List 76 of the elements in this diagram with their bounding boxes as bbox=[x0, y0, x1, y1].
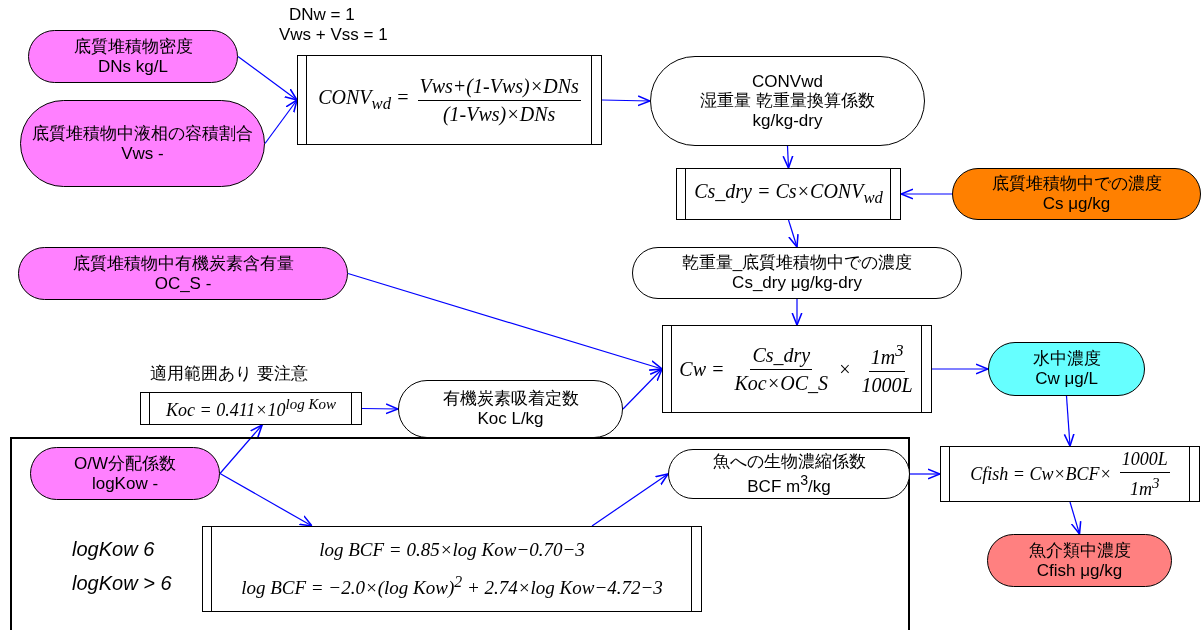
node-label: 湿重量 乾重量換算係数 bbox=[700, 91, 875, 111]
arrow bbox=[219, 424, 263, 475]
arrow bbox=[787, 219, 799, 248]
formula-text: Koc×OC_S bbox=[733, 370, 830, 395]
arrow bbox=[622, 368, 663, 410]
formula-text: (1-Vws)×DNs bbox=[441, 101, 557, 126]
node-label: 魚への生物濃縮係数 bbox=[712, 452, 866, 472]
arrow bbox=[219, 472, 313, 527]
condition-label: logKow 6 bbox=[72, 538, 155, 561]
formula-text: log BCF = −2.0×(log Kow)$^{2}$ + 2.74×log Kow−4.72−3 bbox=[241, 572, 663, 600]
node-label: kg/kg-dry bbox=[752, 110, 823, 131]
formula-box bbox=[202, 526, 702, 612]
formula-text: 1000L bbox=[1119, 448, 1170, 473]
arrow bbox=[1063, 395, 1075, 447]
arrow bbox=[900, 188, 953, 200]
terminal-pill bbox=[988, 342, 1145, 396]
node-label: 魚介類中濃度 bbox=[1028, 540, 1131, 561]
formula-box bbox=[662, 325, 932, 413]
formula-text: Cs_dry = Cs×CONV$_{wd}$ bbox=[694, 180, 883, 208]
node-label: OC_S - bbox=[154, 273, 212, 294]
node-label: 底質堆積物中有機炭素含有量 bbox=[72, 253, 294, 274]
formula-box bbox=[940, 446, 1200, 502]
arrow bbox=[931, 363, 989, 375]
terminal-pill bbox=[28, 30, 238, 83]
formula-text: Koc = 0.411×10$^{log Kow}$ bbox=[166, 396, 336, 421]
note-label: Vws + Vss = 1 bbox=[279, 25, 388, 45]
arrow bbox=[347, 272, 663, 371]
arrow bbox=[264, 99, 298, 145]
formula-text: Cfish = Cw×BCF× bbox=[970, 463, 1112, 485]
note-label: DNw = 1 bbox=[289, 5, 355, 25]
terminal-pill bbox=[30, 447, 220, 500]
formula-text: × bbox=[838, 357, 852, 381]
node-label: CONVwd bbox=[752, 71, 823, 92]
formula-box bbox=[140, 392, 362, 425]
node-label: 底質堆積物密度 bbox=[73, 36, 193, 57]
arrow bbox=[1069, 501, 1082, 535]
arrow bbox=[601, 95, 651, 107]
terminal-pill bbox=[987, 534, 1172, 587]
arrow bbox=[791, 298, 803, 326]
formula-text: Vws+(1-Vws)×DNs bbox=[417, 74, 581, 101]
formula-text: Cs_dry bbox=[750, 343, 813, 370]
node-label: DNs kg/L bbox=[98, 56, 168, 77]
node-label: Cw μg/L bbox=[1035, 369, 1098, 389]
node-label: logKow - bbox=[91, 473, 159, 494]
terminal-pill bbox=[668, 449, 910, 499]
node-label: Cfish μg/kg bbox=[1036, 560, 1123, 581]
terminal-pill bbox=[18, 247, 348, 300]
arrow bbox=[361, 403, 399, 415]
condition-label: logKow > 6 bbox=[72, 572, 172, 595]
frame-box bbox=[10, 437, 910, 630]
node-label: 底質堆積物中での濃度 bbox=[991, 174, 1162, 194]
node-label: 乾重量_底質堆積物中での濃度 bbox=[681, 253, 913, 273]
node-label: Koc L/kg bbox=[477, 409, 544, 429]
arrow bbox=[237, 55, 298, 101]
arrow bbox=[591, 473, 669, 527]
formula-text: 1m$^{3}$ bbox=[1128, 473, 1161, 500]
formula-text: 1m$^{3}$ bbox=[868, 341, 906, 372]
formula-box bbox=[297, 55, 602, 145]
node-label: Cs μg/kg bbox=[1042, 194, 1111, 214]
formula-text: 1000L bbox=[860, 372, 914, 397]
node-label: 有機炭素吸着定数 bbox=[442, 389, 579, 409]
formula-text: log BCF = 0.85×log Kow−0.70−3 bbox=[319, 538, 585, 561]
terminal-pill bbox=[952, 168, 1201, 220]
formula-text: CONV$_{wd}$ = bbox=[318, 86, 410, 114]
node-label: BCF m$^{3}$/kg bbox=[747, 471, 831, 496]
formula-text: Cw = bbox=[679, 357, 725, 381]
node-label: O/W分配係数 bbox=[74, 453, 176, 474]
arrow bbox=[782, 145, 794, 169]
arrow bbox=[909, 468, 941, 480]
formula-box bbox=[676, 168, 901, 220]
node-label: 水中濃度 bbox=[1032, 349, 1101, 369]
note-label: 適用範囲あり 要注意 bbox=[150, 363, 308, 385]
node-label: 底質堆積物中液相の容積割合 bbox=[32, 123, 253, 144]
node-label: Vws - bbox=[121, 143, 164, 164]
terminal-pill bbox=[632, 247, 962, 299]
node-label: Cs_dry μg/kg-dry bbox=[732, 273, 862, 293]
